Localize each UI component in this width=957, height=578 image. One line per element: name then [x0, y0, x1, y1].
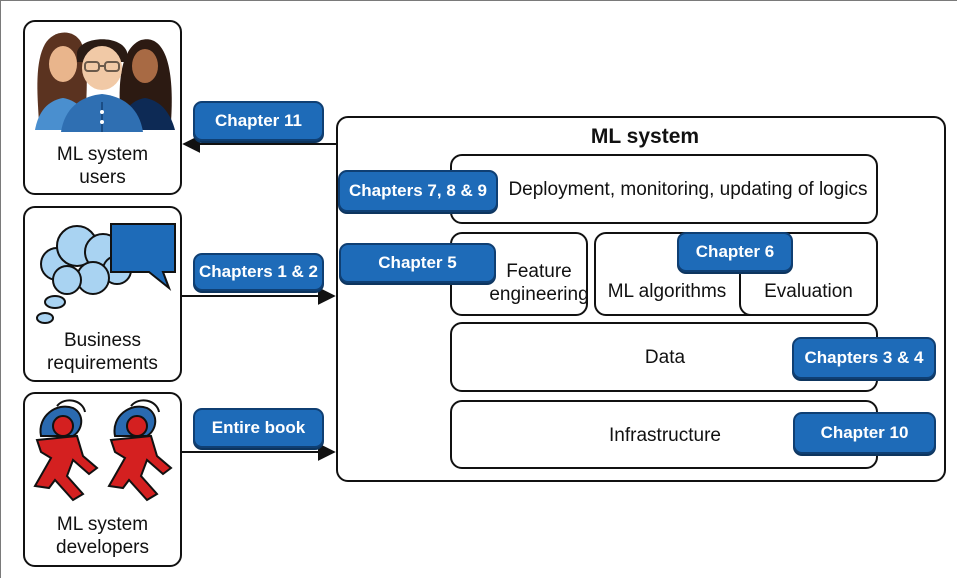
entire-book-badge: Entire book — [193, 408, 324, 448]
evaluation-label: Evaluation — [764, 280, 853, 302]
runner-left — [33, 399, 99, 502]
chapter-11-badge: Chapter 11 — [193, 101, 324, 141]
infrastructure-label: Infrastructure — [609, 424, 721, 446]
chapters-1-2-badge: Chapters 1 & 2 — [193, 253, 324, 291]
chapters-3-4-badge: Chapters 3 & 4 — [792, 337, 936, 379]
runner-right — [107, 399, 173, 502]
chapter-10-badge: Chapter 10 — [793, 412, 936, 454]
chapters-7-8-9-badge: Chapters 7, 8 & 9 — [338, 170, 498, 212]
deployment-label: Deployment, monitoring, updating of logi… — [508, 178, 868, 200]
chapter-5-badge: Chapter 5 — [339, 243, 496, 283]
business-box: Business requirements — [23, 206, 182, 382]
people-group-icon — [35, 32, 175, 132]
ml-algorithms-label: ML algorithms — [607, 280, 727, 302]
running-developer-icon — [33, 399, 173, 502]
feature-engineering-label: Feature engineering — [489, 261, 589, 305]
data-label: Data — [644, 346, 686, 368]
ml-system-title: ML system — [590, 124, 700, 148]
chapter-6-badge: Chapter 6 — [677, 232, 793, 272]
frame-left-line — [0, 0, 1, 578]
frame-top-line — [0, 0, 957, 1]
users-box: ML system users — [23, 20, 182, 195]
deployment-box — [450, 154, 878, 224]
developers-box: ML system developers — [23, 392, 182, 567]
developers-label: ML system developers — [56, 514, 149, 558]
business-label: Business requirements — [47, 330, 158, 374]
users-label: ML system users — [56, 144, 149, 188]
speech-bubble-icon — [110, 223, 176, 292]
